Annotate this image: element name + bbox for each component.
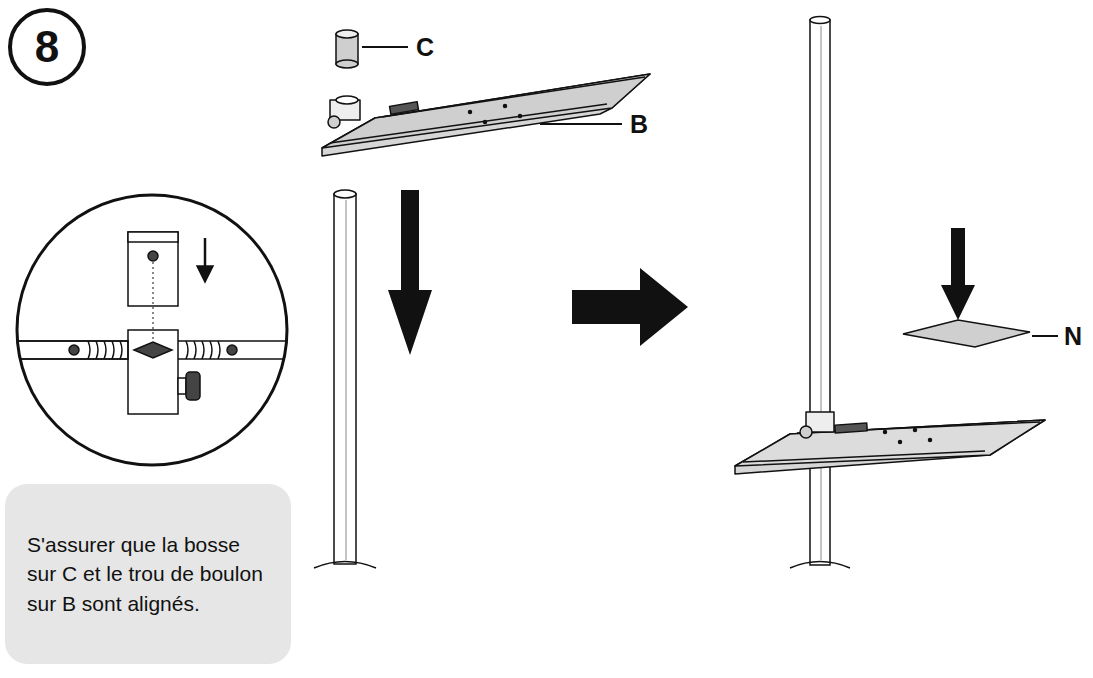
pole-part <box>790 17 850 569</box>
note-box: S'assurer que la bosse sur C et le trou … <box>5 484 291 664</box>
down-arrow <box>388 190 432 355</box>
tray-part <box>322 74 650 156</box>
tray-part <box>735 412 1045 474</box>
part-letter: B <box>630 110 648 139</box>
part-letter: C <box>416 33 434 62</box>
cap-part <box>336 30 358 68</box>
detail-frame <box>17 195 287 465</box>
note-text: S'assurer que la bosse sur C et le trou … <box>27 530 269 618</box>
detail-view <box>0 190 300 470</box>
step-number-badge: 8 <box>8 8 86 86</box>
part-letter: N <box>1064 322 1082 351</box>
down-arrow <box>941 228 975 320</box>
pole-part <box>314 190 376 568</box>
step-arrow <box>572 268 688 346</box>
step-number: 8 <box>35 25 59 69</box>
leader-line <box>540 123 622 125</box>
pad-part <box>903 320 1030 347</box>
leader-line <box>1032 335 1058 337</box>
leader-line <box>362 46 408 48</box>
